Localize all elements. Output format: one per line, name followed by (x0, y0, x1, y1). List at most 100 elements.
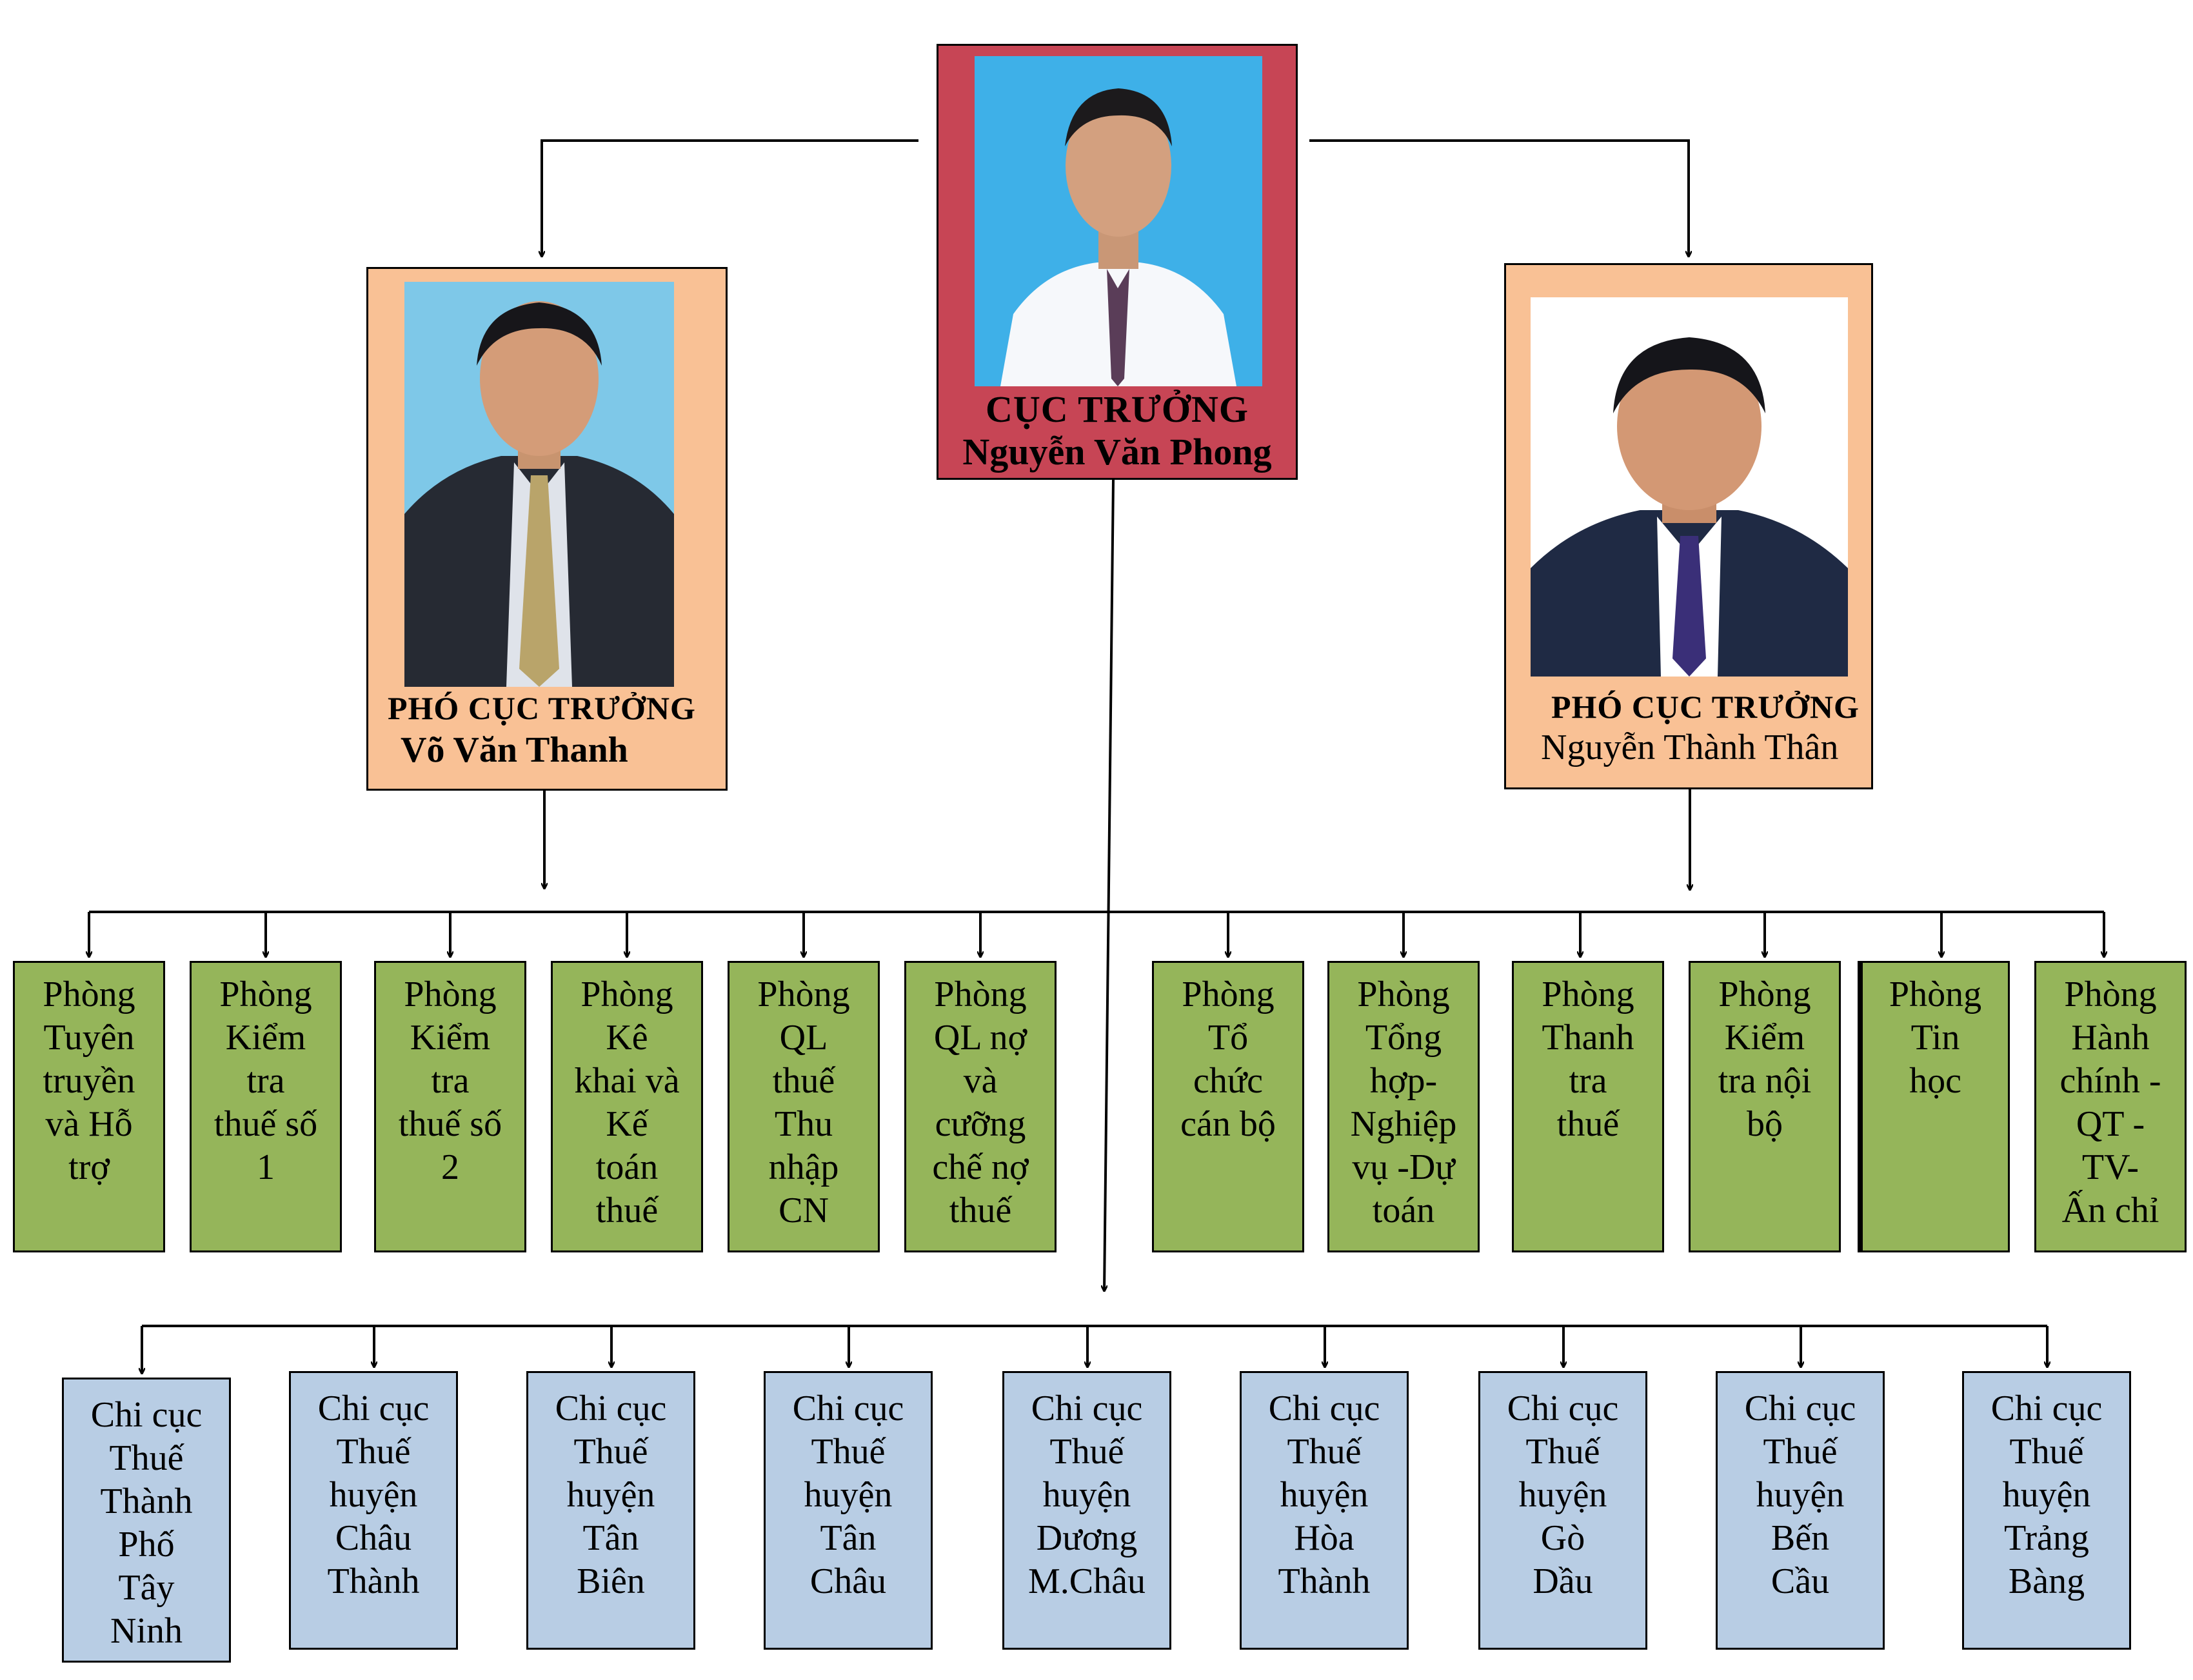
department-label: Phòng (1357, 974, 1450, 1014)
branch-label: Thuế (1525, 1432, 1600, 1472)
deputy-right-name: Nguyễn Thành Thân (1541, 727, 1839, 767)
department-label: Phòng (580, 974, 673, 1014)
branch-drops (142, 1326, 2047, 1374)
department-label: Tuyên (43, 1018, 135, 1058)
branch-label: Chi cục (1507, 1388, 1619, 1428)
department-label: Kiểm (410, 1018, 491, 1058)
department-label: toán (1372, 1191, 1435, 1230)
connector-chief-trunk (1104, 479, 1115, 1291)
chief-name: Nguyễn Văn Phong (962, 431, 1272, 473)
department-label: Phòng (43, 974, 135, 1014)
deputy-left-name: Võ Văn Thanh (401, 730, 628, 770)
branch-label: Tây (118, 1568, 175, 1608)
branch-label: Thuế (573, 1432, 648, 1472)
branch-label: Chi cục (317, 1388, 430, 1428)
branch-label: Hòa (1294, 1518, 1354, 1558)
department-label: Tin (1910, 1018, 1960, 1058)
department-label: vụ -Dự (1352, 1147, 1455, 1187)
branch-label: Biên (577, 1561, 645, 1601)
branch-label: Gò (1540, 1518, 1585, 1558)
department-label: Phòng (757, 974, 850, 1014)
branch-label: Bến (1771, 1518, 1830, 1558)
deputy-right-portrait-photo (1531, 297, 1848, 677)
deputy-right-box: PHÓ CỤC TRƯỞNG Nguyễn Thành Thân (1504, 263, 1873, 789)
department-label: thuế (949, 1191, 1012, 1230)
department-label: tra (246, 1061, 285, 1101)
department-label: Phòng (2064, 974, 2157, 1014)
branch-label: Thuế (2009, 1432, 2084, 1472)
department-label: Kiểm (225, 1018, 306, 1058)
branch-label: Dầu (1533, 1561, 1593, 1601)
deputy-left-title: PHÓ CỤC TRƯỞNG (388, 690, 696, 726)
chief-portrait-photo (975, 56, 1262, 386)
branch-label: Chi cục (90, 1395, 203, 1435)
branch-label: Châu (809, 1561, 887, 1601)
department-label: chức (1193, 1061, 1264, 1101)
department-label: khai và (574, 1061, 680, 1101)
department-label: tra (431, 1061, 470, 1101)
branch-label: Châu (335, 1518, 412, 1558)
branch-label: Chi cục (1268, 1388, 1380, 1428)
department-drops (89, 912, 2104, 957)
department-label: QL (779, 1018, 828, 1058)
department-label: chính - (2059, 1061, 2161, 1101)
department-label: Phòng (1182, 974, 1275, 1014)
branch-label: Chi cục (792, 1388, 904, 1428)
branch-label: Ninh (110, 1611, 183, 1651)
department-label: học (1909, 1061, 1961, 1101)
department-label: thuế (595, 1191, 659, 1230)
department-label: Kế (606, 1104, 648, 1144)
branch-label: huyện (2002, 1475, 2091, 1515)
branch-label: Bàng (2008, 1561, 2085, 1601)
branch-label: Thuế (1049, 1432, 1124, 1472)
connector-chief-to-right-deputy (1309, 139, 1689, 257)
branch-label: huyện (566, 1475, 655, 1515)
department-label: bộ (1747, 1104, 1783, 1144)
chief-box: CỤC TRƯỞNG Nguyễn Văn Phong (937, 44, 1298, 480)
department-label: thuế (772, 1061, 835, 1101)
department-label: thuế số (213, 1104, 318, 1144)
department-label: toán (595, 1147, 659, 1187)
department-label: chế nợ (932, 1147, 1029, 1187)
branch-label: Phố (118, 1525, 175, 1565)
department-label: Hành (2071, 1018, 2150, 1058)
department-label: Phòng (1542, 974, 1634, 1014)
branch-label: huyện (329, 1475, 418, 1515)
department-label: Ấn chỉ (2061, 1191, 2159, 1230)
department-label: nhập (768, 1147, 839, 1187)
department-label: 1 (257, 1147, 275, 1187)
department-label: Phòng (404, 974, 497, 1014)
branch-label: Thành (100, 1481, 193, 1521)
department-label: thuế số (398, 1104, 502, 1144)
department-label: QT - (2076, 1104, 2145, 1144)
department-label: Phòng (934, 974, 1027, 1014)
department-label: QL nợ (933, 1018, 1027, 1058)
department-label: Tổ (1207, 1018, 1249, 1058)
department-label: Phòng (1718, 974, 1811, 1014)
department-label: Kê (606, 1018, 648, 1058)
branch-label: Chi cục (1990, 1388, 2103, 1428)
department-label: cưỡng (935, 1104, 1026, 1144)
department-label: và Hỗ (45, 1104, 133, 1144)
chief-title: CỤC TRƯỞNG (986, 388, 1249, 430)
branch-label: Thuế (811, 1432, 886, 1472)
branch-label: Tân (820, 1518, 877, 1558)
branch-label: Thuế (336, 1432, 411, 1472)
department-label: Tổng (1365, 1018, 1442, 1058)
department-label: 2 (441, 1147, 459, 1187)
